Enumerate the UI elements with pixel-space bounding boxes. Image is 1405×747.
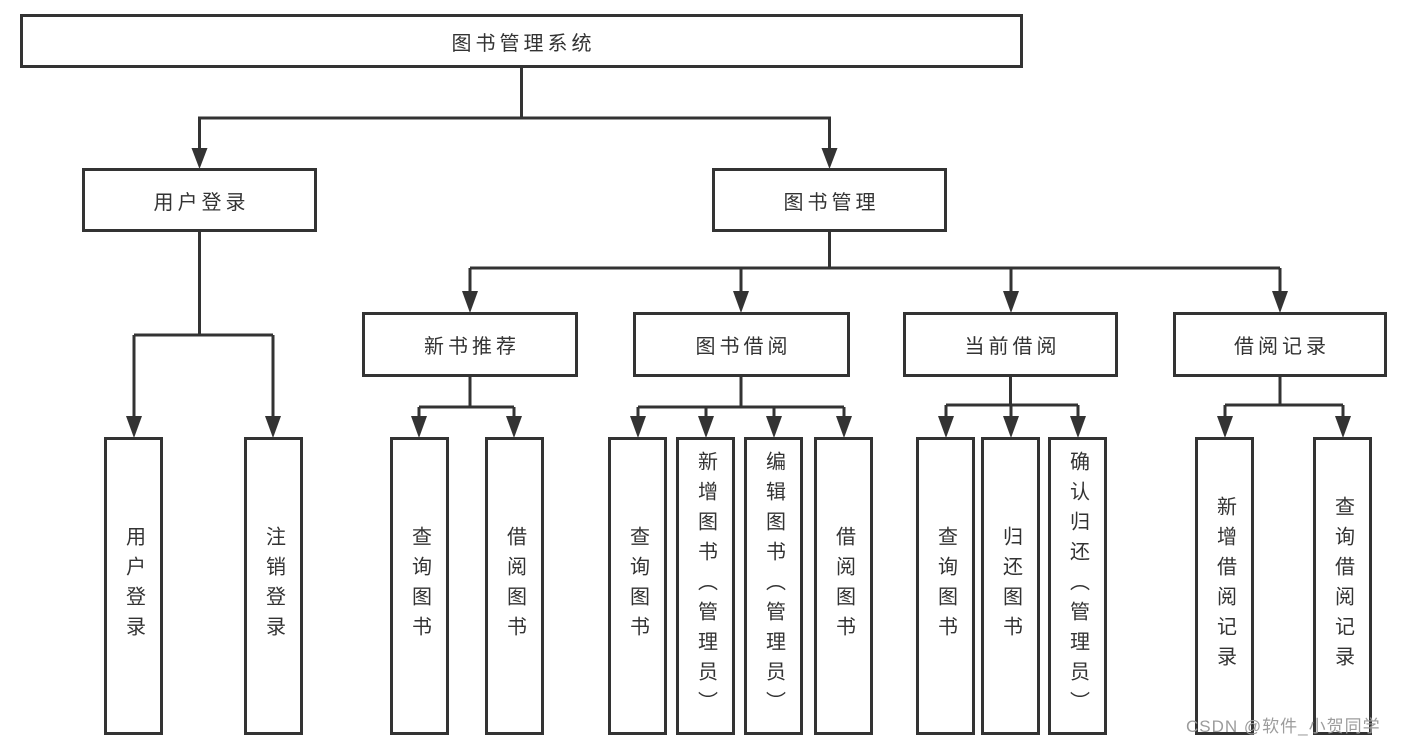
node-label: 用户登录: [153, 191, 250, 214]
node-user-login-branch: 用户登录: [82, 168, 317, 232]
leaf-add-borrow-record: 新增借阅记录: [1195, 437, 1254, 735]
node-label: 查询借阅记录: [1331, 496, 1354, 676]
leaf-confirm-return-admin: 确认归还（管理员）: [1048, 437, 1107, 735]
node-label: 新增图书（管理员）: [694, 451, 717, 721]
node-label: 用户登录: [122, 526, 145, 646]
leaf-borrow-books: 借阅图书: [814, 437, 873, 735]
node-label: 借阅图书: [503, 526, 526, 646]
node-label: 查询图书: [626, 526, 649, 646]
leaf-return-books: 归还图书: [981, 437, 1040, 735]
connector-new-books-split: [411, 377, 522, 438]
leaf-query-books-recommend: 查询图书: [390, 437, 449, 735]
leaf-query-books-borrow: 查询图书: [608, 437, 667, 735]
leaf-borrow-books-recommend: 借阅图书: [485, 437, 544, 735]
connector-user-login-split: [126, 232, 281, 438]
leaf-add-books-admin: 新增图书（管理员）: [676, 437, 735, 735]
leaf-logout: 注销登录: [244, 437, 303, 735]
node-label: 查询图书: [934, 526, 957, 646]
node-current-borrow: 当前借阅: [903, 312, 1118, 377]
connector-book-borrow-split: [630, 377, 852, 438]
leaf-query-borrow-record: 查询借阅记录: [1313, 437, 1372, 735]
node-label: 归还图书: [999, 526, 1022, 646]
node-label: 查询图书: [408, 526, 431, 646]
watermark-text: CSDN @软件_小贺同学: [1186, 717, 1381, 736]
leaf-query-books-current: 查询图书: [916, 437, 975, 735]
node-library-management-system: 图书管理系统: [20, 14, 1023, 68]
node-new-book-recommend: 新书推荐: [362, 312, 578, 377]
node-label: 借阅记录: [1234, 336, 1330, 358]
node-label: 图书管理: [783, 191, 880, 214]
node-book-management-branch: 图书管理: [712, 168, 947, 232]
connector-root-to-branches: [191, 68, 838, 169]
leaf-user-login: 用户登录: [104, 437, 163, 735]
node-label: 借阅图书: [832, 526, 855, 646]
node-label: 当前借阅: [964, 336, 1061, 358]
node-borrow-records: 借阅记录: [1173, 312, 1387, 377]
node-label: 确认归还（管理员）: [1066, 451, 1089, 721]
connector-book-mgmt-split: [462, 232, 1288, 313]
connector-borrow-records-split: [1217, 377, 1351, 438]
connector-current-borrow-split: [938, 377, 1086, 438]
node-label: 图书借阅: [695, 336, 792, 358]
node-book-borrow: 图书借阅: [633, 312, 850, 377]
node-label: 图书管理系统: [451, 32, 596, 55]
node-label: 新书推荐: [424, 336, 520, 358]
node-label: 新增借阅记录: [1213, 496, 1236, 676]
node-label: 编辑图书（管理员）: [762, 451, 785, 721]
leaf-edit-books-admin: 编辑图书（管理员）: [744, 437, 803, 735]
node-label: 注销登录: [262, 526, 285, 646]
